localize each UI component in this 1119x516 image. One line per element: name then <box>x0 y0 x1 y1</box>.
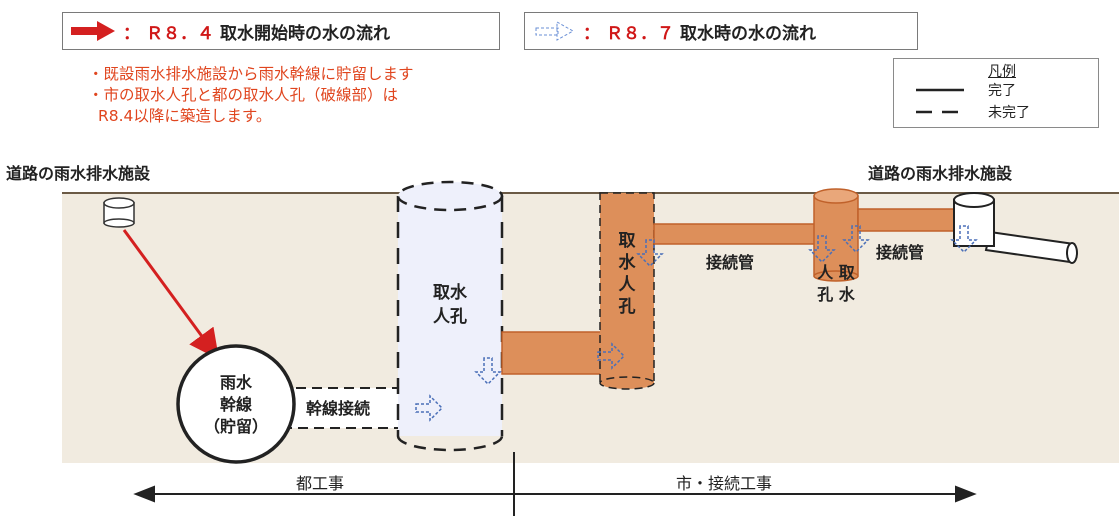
key-box: 凡例 完了 未完了 <box>893 58 1099 128</box>
legend-r84-text: 取水開始時の水の流れ <box>220 23 390 44</box>
tokyo-intake-label-2: 人孔 <box>433 307 467 327</box>
trunk-label-2: 幹線 <box>220 395 252 414</box>
connect-pipe-label: 接続管 <box>706 253 754 272</box>
tokyo-works-label: 都工事 <box>296 474 345 493</box>
lower-connect-pipe <box>501 331 615 375</box>
key-dashed-label: 未完了 <box>988 105 1030 121</box>
r87-flow-arrows <box>415 225 978 422</box>
note-line: R8.4以降に築造します。 <box>98 107 272 125</box>
upper-connect-pipe <box>653 223 821 245</box>
trunk-label-1: 雨水 <box>220 373 253 392</box>
red-arrow-icon <box>71 21 115 41</box>
key-title: 凡例 <box>988 64 1016 80</box>
left-drain-title: 道路の雨水排水施設 <box>6 164 151 183</box>
solid-line-icon <box>916 88 964 92</box>
small-manhole-label-2: 孔 水 <box>817 285 856 304</box>
work-scope-arrows <box>133 452 977 516</box>
legend-r84-date: Ｒ８．４ <box>146 23 214 44</box>
city-intake-char: 取 <box>619 231 636 251</box>
city-intake-char: 孔 <box>619 297 636 317</box>
trunk-label-3: （貯留） <box>204 417 268 436</box>
legend-r87-date: Ｒ８．７ <box>606 23 674 44</box>
tokyo-intake-label-1: 取水 <box>433 282 468 303</box>
right-drain-title: 道路の雨水排水施設 <box>868 164 1013 183</box>
dashed-arrow-icon <box>535 21 575 41</box>
note-line: ・既設雨水排水施設から雨水幹線に貯留します <box>88 65 414 83</box>
legend-r87: ： Ｒ８．７ 取水時の水の流れ <box>524 12 918 50</box>
key-solid-label: 完了 <box>988 83 1016 99</box>
legend-r84: ： Ｒ８．４ 取水開始時の水の流れ <box>62 12 500 50</box>
tokyo-intake-manhole <box>396 180 504 452</box>
notes: ・既設雨水排水施設から雨水幹線に貯留します ・市の取水人孔と都の取水人孔（破線部… <box>88 64 414 127</box>
small-manhole-label-1: 人 取 <box>817 263 855 282</box>
note-line: ・市の取水人孔と都の取水人孔（破線部）は <box>88 86 399 104</box>
dashed-line-icon <box>916 110 964 114</box>
r84-flow-arrow <box>122 229 220 360</box>
city-works-label: 市・接続工事 <box>676 474 773 493</box>
trunk-connect-label: 幹線接続 <box>306 399 370 418</box>
right-connect-pipe <box>857 208 961 232</box>
connect-pipe-label: 接続管 <box>876 243 924 262</box>
left-drain-icon <box>103 197 135 228</box>
city-intake-char: 人 <box>619 275 637 295</box>
stormwater-trunk <box>176 344 296 464</box>
city-intake-char: 水 <box>619 252 637 273</box>
small-intake-manhole <box>813 188 859 282</box>
legend-r87-text: 取水時の水の流れ <box>680 23 816 44</box>
